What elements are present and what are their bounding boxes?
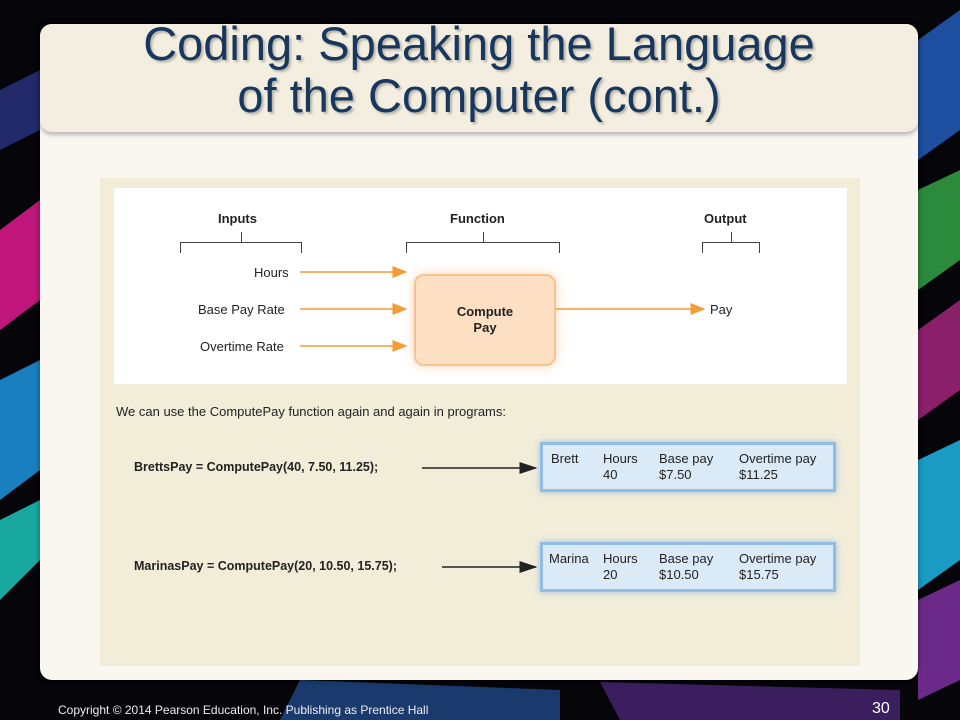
result-overtime-label: Overtime pay: [739, 451, 817, 466]
inputs-bracket: [180, 232, 302, 253]
result-name: Brett: [551, 451, 579, 466]
result-box-marina: Marina Hours 20 Base pay $10.50 Overtime…: [540, 542, 836, 592]
slide-title: Coding: Speaking the Language of the Com…: [143, 17, 815, 122]
title-bar: [40, 24, 918, 132]
diagram-arrows: [300, 266, 706, 352]
input-hours: Hours: [254, 265, 289, 280]
result-hours-label: Hours: [603, 551, 638, 566]
output-header: Output: [704, 211, 747, 226]
function-bracket: [406, 232, 560, 253]
result-box-brett: Brett Hours 40 Base pay $7.50 Overtime p…: [540, 442, 836, 492]
call-arrow-brett: [422, 462, 538, 474]
function-diagram: Inputs Function Output Hours Base Pay Ra…: [114, 188, 847, 384]
code-call-brett: BrettsPay = ComputePay(40, 7.50, 11.25);: [134, 460, 379, 474]
examples-intro: We can use the ComputePay function again…: [116, 404, 506, 419]
copyright-footer: Copyright © 2014 Pearson Education, Inc.…: [58, 703, 429, 717]
page-number: 30: [872, 700, 890, 717]
inputs-header: Inputs: [218, 211, 257, 226]
function-header: Function: [450, 211, 505, 226]
output-pay: Pay: [710, 302, 733, 317]
call-arrow-marina: [442, 561, 538, 573]
function-label-line2: Pay: [473, 320, 497, 335]
result-base-value: $10.50: [659, 567, 699, 582]
function-label-line1: Compute: [456, 304, 514, 319]
code-call-marina: MarinasPay = ComputePay(20, 10.50, 15.75…: [134, 559, 397, 573]
result-name: Marina: [549, 551, 589, 566]
input-overtime-rate: Overtime Rate: [200, 339, 284, 354]
result-base-label: Base pay: [659, 451, 714, 466]
input-base-pay-rate: Base Pay Rate: [198, 302, 285, 317]
result-overtime-value: $15.75: [739, 567, 779, 582]
result-hours-value: 20: [603, 567, 618, 582]
figure: Inputs Function Output Hours Base Pay Ra…: [100, 178, 860, 666]
compute-pay-box: Compute Pay: [414, 274, 556, 366]
result-overtime-value: $11.25: [739, 467, 778, 482]
result-base-value: $7.50: [659, 467, 692, 482]
output-bracket: [702, 232, 760, 253]
result-base-label: Base pay: [659, 551, 714, 566]
result-hours-label: Hours: [603, 451, 638, 466]
result-overtime-label: Overtime pay: [739, 551, 817, 566]
result-hours-value: 40: [603, 467, 618, 482]
